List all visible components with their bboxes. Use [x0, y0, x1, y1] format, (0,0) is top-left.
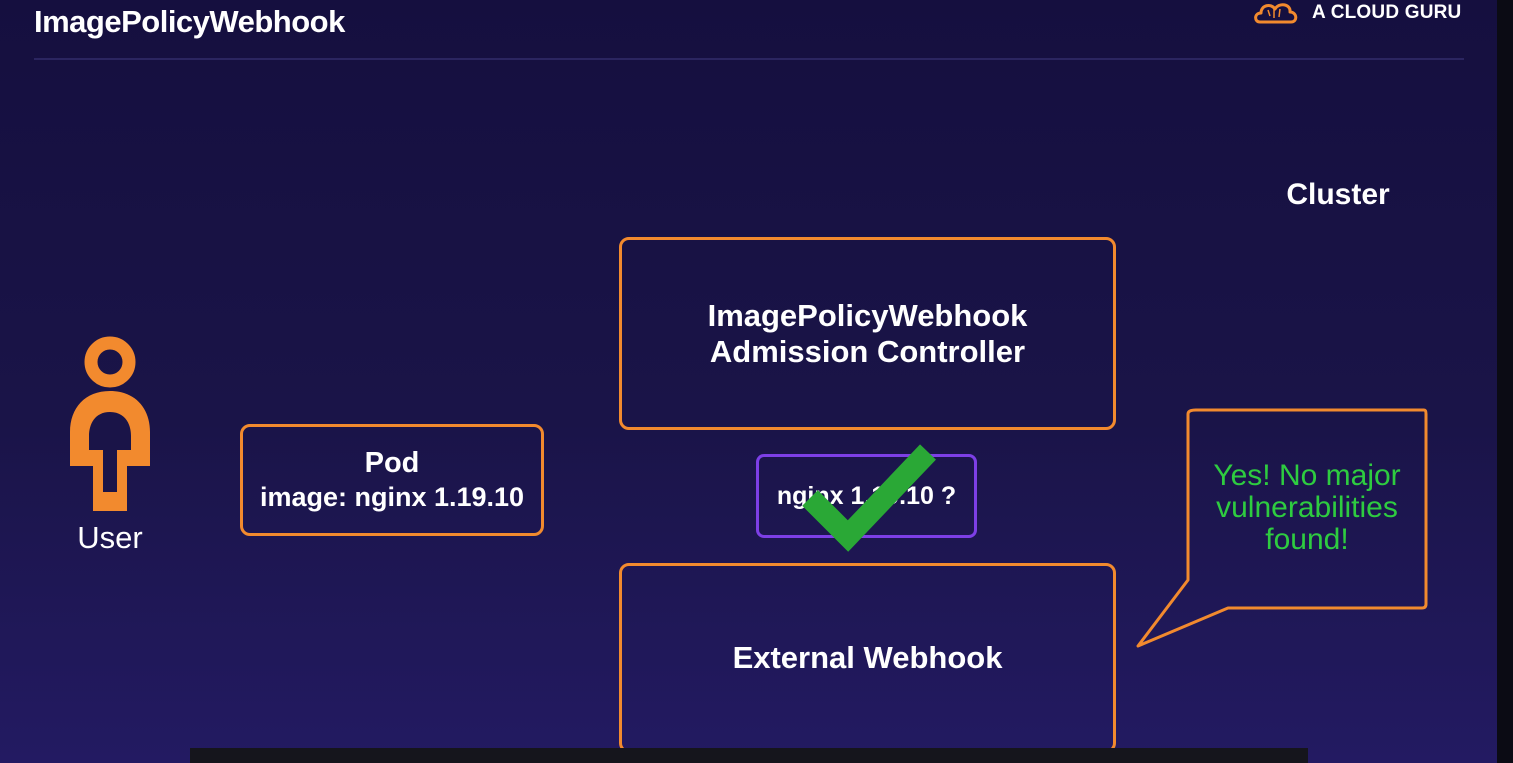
external-webhook-box: External Webhook — [619, 563, 1116, 753]
pod-title: Pod — [364, 447, 420, 479]
pod-image: image: nginx 1.19.10 — [259, 482, 525, 512]
speech-bubble — [1136, 408, 1428, 648]
admission-controller-line1: ImagePolicyWebhook — [707, 297, 1028, 333]
response-line3: found! — [1265, 523, 1349, 556]
cloud-icon — [1254, 3, 1298, 24]
brand-logo: A CLOUD GURU — [1252, 0, 1461, 26]
brand-name: A CLOUD GURU — [1312, 2, 1462, 23]
user-label: User — [77, 520, 143, 555]
checkmark-icon — [802, 444, 936, 552]
page-title: ImagePolicyWebhook — [34, 4, 345, 39]
pod-box: Pod image: nginx 1.19.10 — [240, 424, 544, 536]
cluster-label: Cluster — [1286, 178, 1390, 211]
response-line1: Yes! No major — [1213, 459, 1401, 492]
external-webhook-label: External Webhook — [732, 640, 1003, 675]
bottom-bar — [190, 748, 1308, 763]
response-line2: vulnerabilities — [1216, 491, 1398, 524]
admission-controller-line2: Admission Controller — [709, 333, 1026, 369]
user-icon — [70, 336, 150, 511]
webhook-response: Yes! No major vulnerabilities found! — [1190, 460, 1424, 556]
header-divider — [34, 58, 1464, 60]
right-edge-strip — [1497, 0, 1513, 763]
admission-controller-box: ImagePolicyWebhook Admission Controller — [619, 237, 1116, 430]
